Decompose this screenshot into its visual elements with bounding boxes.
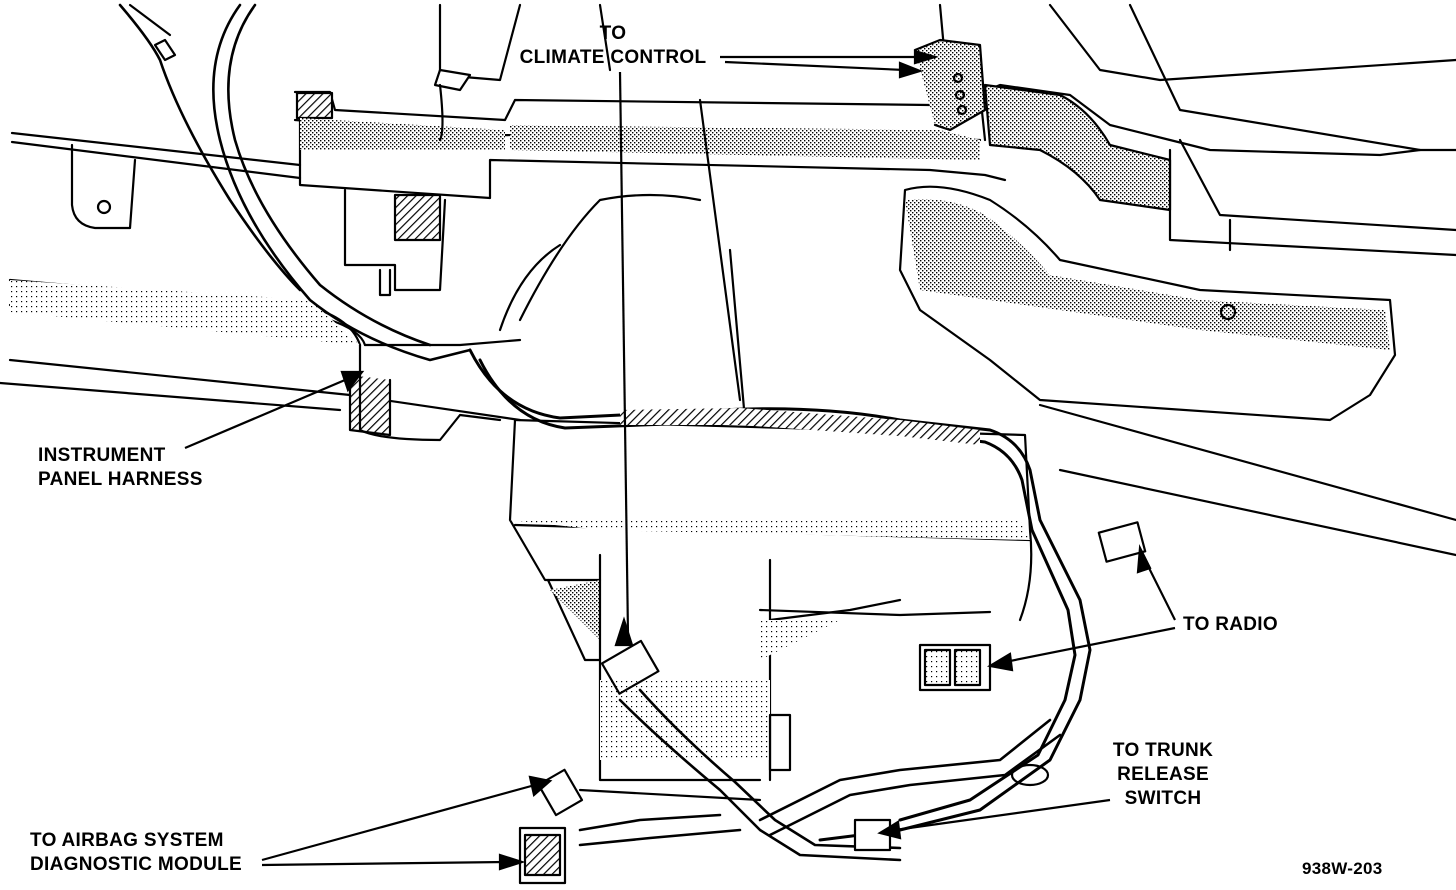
label-trunk-release-line2: RELEASE	[1117, 764, 1209, 785]
label-airbag-module-line1: TO AIRBAG SYSTEM	[30, 830, 224, 851]
label-climate-control: TO CLIMATE CONTROL	[508, 22, 718, 70]
label-instrument-panel-harness-line2: PANEL HARNESS	[38, 469, 203, 490]
leader-lines	[184, 49, 1176, 871]
label-to-radio-line1: TO RADIO	[1183, 614, 1278, 635]
label-trunk-release-line1: TO TRUNK	[1112, 740, 1214, 761]
label-trunk-release: TO TRUNK RELEASE SWITCH	[1098, 739, 1228, 811]
figure-id: 938W-203	[1302, 859, 1383, 878]
label-instrument-panel-harness-line1: INSTRUMENT	[38, 445, 166, 466]
label-climate-control-line2: CLIMATE CONTROL	[519, 47, 707, 68]
label-airbag-module: TO AIRBAG SYSTEM DIAGNOSTIC MODULE	[30, 829, 242, 877]
label-climate-control-line1: TO	[599, 23, 627, 44]
label-airbag-module-line2: DIAGNOSTIC MODULE	[30, 854, 242, 875]
label-trunk-release-line3: SWITCH	[1124, 788, 1202, 809]
label-instrument-panel-harness: INSTRUMENT PANEL HARNESS	[38, 444, 203, 492]
label-to-radio: TO RADIO	[1183, 613, 1278, 637]
dashboard-structure	[0, 3, 1456, 885]
